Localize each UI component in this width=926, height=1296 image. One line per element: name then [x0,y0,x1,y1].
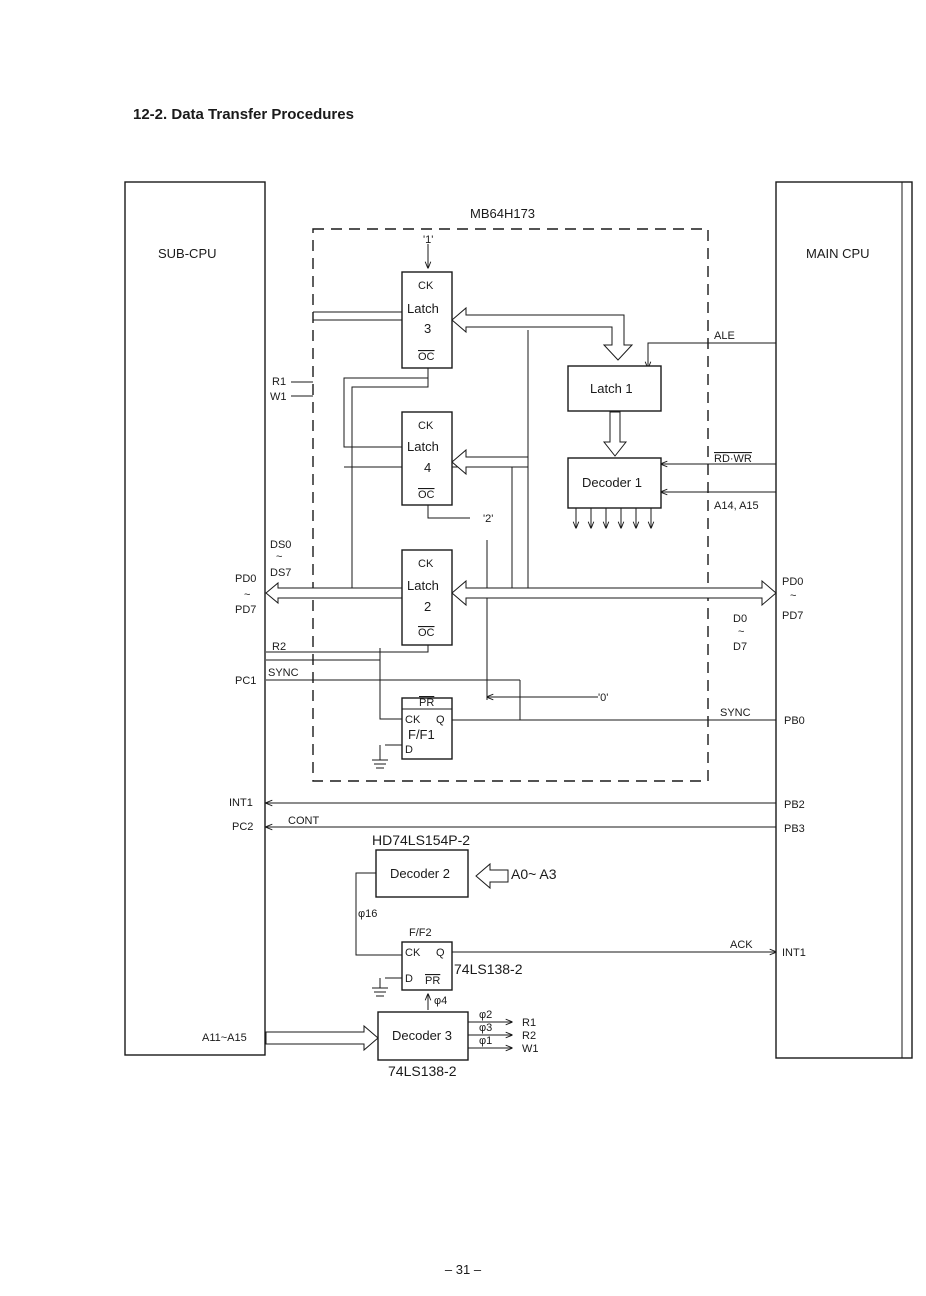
pb3-label: PB3 [784,823,805,835]
flip-flop-1: PR CK Q F/F1 D [401,697,453,760]
pd-left-tilde: ~ [244,589,250,601]
ff2-q: Q [436,947,445,959]
decoder-3: Decoder 3 74LS138-2 [377,1011,469,1079]
latch4-ck: CK [418,420,434,432]
latch-1: Latch 1 [567,365,662,412]
latch4-num: 4 [424,460,431,475]
ff1-q: Q [436,714,445,726]
sub-cpu-label: SUB-CPU [158,246,217,261]
phi3-label: φ3 [479,1022,492,1034]
r2-label: R2 [272,641,286,653]
decoder-2: Decoder 2 HD74LS154P-2 A0~ A3 [372,832,557,898]
data-buses [265,306,777,1052]
int1-left-label: INT1 [229,797,253,809]
ff2-ck: CK [405,947,421,959]
pd7-right-label: PD7 [782,610,803,622]
r1-label: R1 [272,376,286,388]
rd-wr-label: RD·WR [714,453,752,465]
ale-label: ALE [714,330,735,342]
latch2-ck: CK [418,558,434,570]
ff2-d: D [405,973,413,985]
latch-4: CK Latch 4 OC [401,411,453,506]
w1-label: W1 [270,391,287,403]
ff2-pr: PR [425,975,440,987]
pb0-label: PB0 [784,715,805,727]
ff1-pr: PR [419,697,434,709]
const-0: '0' [598,692,608,704]
latch3-name: Latch [407,301,439,316]
d7-label: D7 [733,641,747,653]
latch-2: CK Latch 2 OC [401,549,453,646]
ds7-label: DS7 [270,567,291,579]
phi16-label: φ16 [358,908,377,920]
ff1-ck: CK [405,714,421,726]
ds-tilde: ~ [276,551,282,563]
latch2-oc: OC [418,627,435,639]
ff1-name: F/F1 [408,727,435,742]
sync-right-label: SYNC [720,707,751,719]
const-1: '1' [423,234,433,246]
ff2-part: 74LS138-2 [454,961,523,977]
const-2: '2' [483,513,493,525]
chip-label: MB64H173 [470,206,535,221]
decoder2-label: Decoder 2 [390,866,450,881]
section-title: 12-2. Data Transfer Procedures [133,106,354,123]
decoder-1: Decoder 1 [567,457,662,509]
a11-a15-label: A11~A15 [202,1032,247,1044]
page-number: – 31 – [444,1262,482,1277]
latch2-num: 2 [424,599,431,614]
latch3-oc: OC [418,351,435,363]
int1-right-label: INT1 [782,947,806,959]
d0-label: D0 [733,613,747,625]
decoder1-label: Decoder 1 [582,475,642,490]
main-cpu-block [775,181,913,1059]
flip-flop-2: F/F2 CK Q D PR 74LS138-2 [401,927,523,991]
ack-label: ACK [730,939,753,951]
pd0-right-label: PD0 [782,576,803,588]
latch4-name: Latch [407,439,439,454]
decoder3-part: 74LS138-2 [388,1063,457,1079]
a14-a15-label: A14, A15 [714,500,759,512]
latch-3: CK Latch 3 OC [401,271,453,369]
decoder3-label: Decoder 3 [392,1028,452,1043]
pc2-label: PC2 [232,821,253,833]
phi4-label: φ4 [434,995,447,1007]
mb64h173-outline [312,228,709,782]
w1-out-label: W1 [522,1043,539,1055]
pd-right-tilde: ~ [790,590,796,602]
d-tilde: ~ [738,626,744,638]
latch2-name: Latch [407,578,439,593]
r1-out-label: R1 [522,1017,536,1029]
sub-cpu-block [124,181,266,1056]
latch4-oc: OC [418,489,435,501]
latch3-num: 3 [424,321,431,336]
signal-labels: '1' '2' '0' R1 W1 DS0 ~ DS7 PD0 ~ PD7 R2… [202,234,806,1055]
phi2-label: φ2 [479,1009,492,1021]
pb2-label: PB2 [784,799,805,811]
decoder2-part: HD74LS154P-2 [372,832,470,848]
sync-left-label: SYNC [268,667,299,679]
pd0-left-label: PD0 [235,573,256,585]
pc1-label: PC1 [235,675,256,687]
r2-out-label: R2 [522,1030,536,1042]
latch3-ck: CK [418,280,434,292]
cont-label: CONT [288,815,319,827]
main-cpu-label: MAIN CPU [806,246,870,261]
decoder2-input: A0~ A3 [511,866,557,882]
pd7-left-label: PD7 [235,604,256,616]
latch1-label: Latch 1 [590,381,633,396]
ff1-d: D [405,744,413,756]
ff2-title: F/F2 [409,927,432,939]
ds0-label: DS0 [270,539,291,551]
phi1-label: φ1 [479,1035,492,1047]
